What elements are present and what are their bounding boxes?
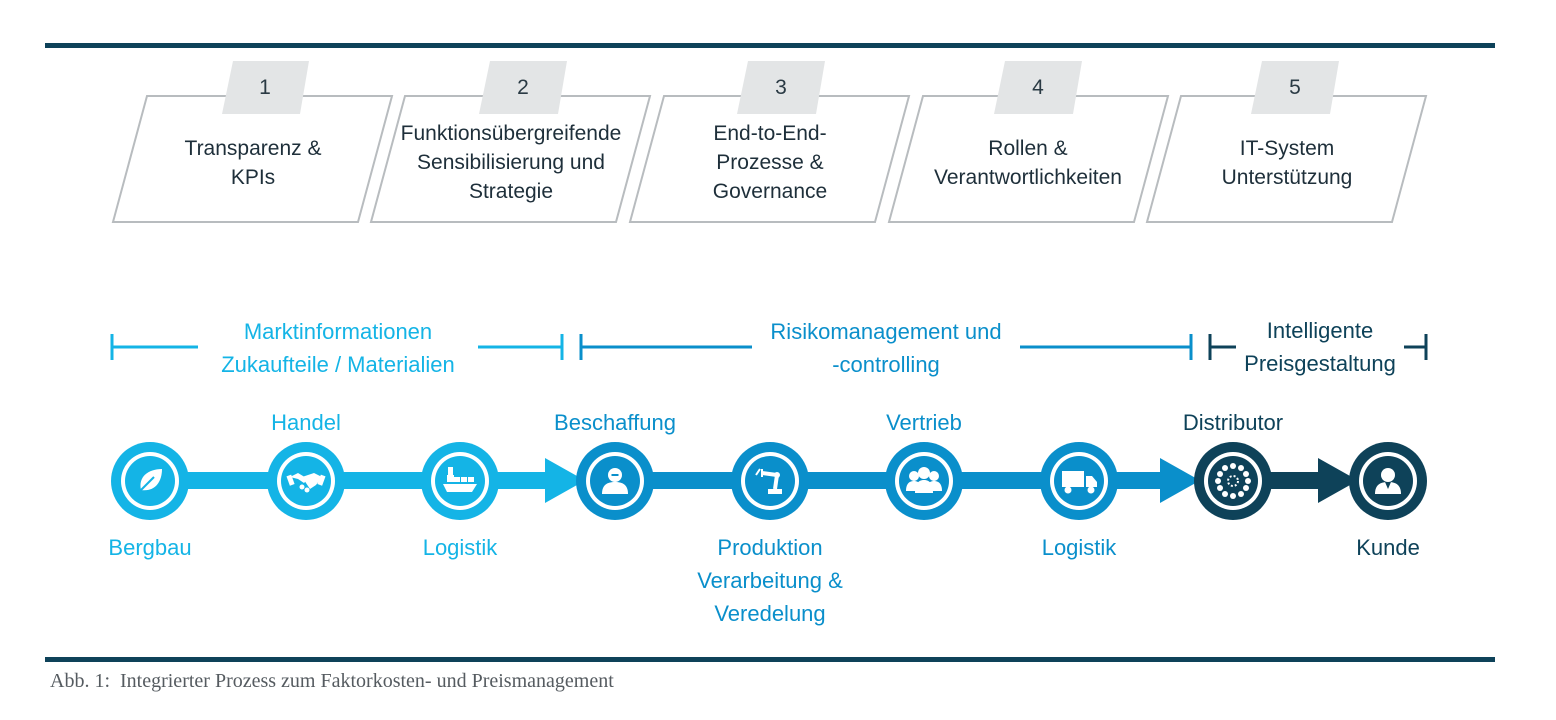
node-label-vertrieb: Vertrieb bbox=[886, 410, 962, 435]
node-label-logistik-2: Logistik bbox=[1041, 535, 1117, 560]
node-label-handel: Handel bbox=[271, 410, 341, 435]
step-card-3 bbox=[628, 95, 911, 223]
node-handel bbox=[267, 442, 345, 520]
step-text-3: End-to-End- Prozesse & Governance bbox=[712, 122, 828, 203]
nodes bbox=[111, 442, 1427, 520]
node-label-logistik-1: Logistik bbox=[422, 535, 498, 560]
step-tab-5 bbox=[1251, 61, 1339, 114]
range-bracket-risk bbox=[579, 334, 1193, 360]
flow-arrow-3 bbox=[1318, 458, 1358, 503]
ship-icon bbox=[443, 467, 477, 492]
step-number-5: 5 bbox=[1289, 76, 1301, 99]
step-number-3: 3 bbox=[775, 76, 787, 99]
range-label-pricing: Intelligente Preisgestaltung bbox=[1244, 318, 1396, 376]
node-distributor bbox=[1194, 442, 1272, 520]
flow-arrow-1 bbox=[545, 458, 585, 503]
node-label-bergbau: Bergbau bbox=[108, 535, 192, 560]
node-kunde bbox=[1349, 442, 1427, 520]
step-tab-2 bbox=[479, 61, 567, 114]
handshake-icon bbox=[286, 473, 326, 493]
step-card-1 bbox=[111, 95, 394, 223]
group-icon bbox=[906, 467, 942, 493]
node-logistik-truck bbox=[1040, 442, 1118, 520]
step-tab-3 bbox=[737, 61, 825, 114]
step-text-5: IT-System Unterstützung bbox=[1221, 137, 1353, 189]
step-cards bbox=[111, 61, 1428, 223]
range-bracket-market bbox=[110, 334, 564, 360]
step-tab-4 bbox=[994, 61, 1082, 114]
range-label-market: Marktinformationen Zukaufteile / Materia… bbox=[221, 319, 455, 377]
robot-arm-icon bbox=[755, 468, 782, 494]
node-logistik-ship bbox=[421, 442, 499, 520]
step-number-1: 1 bbox=[259, 76, 271, 99]
leaf-icon bbox=[137, 469, 162, 494]
step-card-5 bbox=[1145, 95, 1428, 223]
node-label-beschaffung: Beschaffung bbox=[554, 410, 676, 435]
node-produktion bbox=[731, 442, 809, 520]
step-number-4: 4 bbox=[1032, 76, 1044, 99]
truck-icon bbox=[1062, 471, 1097, 494]
node-vertrieb bbox=[885, 442, 963, 520]
flow-arrow-2 bbox=[1160, 458, 1200, 503]
person-icon bbox=[602, 468, 628, 494]
bottom-rule bbox=[45, 657, 1495, 662]
range-label-risk: Risikomanagement und -controlling bbox=[770, 319, 1002, 377]
range-bracket-pricing bbox=[1208, 334, 1428, 360]
figure-caption: Abb. 1: Integrierter Prozess zum Faktork… bbox=[50, 670, 614, 692]
node-beschaffung bbox=[576, 442, 654, 520]
node-label-distributor: Distributor bbox=[1182, 410, 1284, 435]
step-text-2: Funktionsübergreifende Sensibilisierung … bbox=[400, 122, 622, 203]
step-number-2: 2 bbox=[517, 76, 529, 99]
step-tab-1 bbox=[222, 61, 309, 114]
node-bergbau bbox=[111, 442, 189, 520]
step-card-2 bbox=[369, 95, 652, 223]
step-card-4 bbox=[887, 95, 1170, 223]
node-label-produktion: Produktion Verarbeitung & Veredelung bbox=[697, 535, 843, 626]
node-label-kunde: Kunde bbox=[1356, 535, 1420, 560]
customer-icon bbox=[1375, 468, 1401, 494]
top-rule bbox=[45, 43, 1495, 48]
network-icon bbox=[1215, 463, 1251, 499]
step-text-1: Transparenz & KPIs bbox=[184, 137, 322, 189]
step-text-4: Rollen & Verantwortlichkeiten bbox=[934, 137, 1122, 189]
range-brackets bbox=[110, 334, 1428, 360]
